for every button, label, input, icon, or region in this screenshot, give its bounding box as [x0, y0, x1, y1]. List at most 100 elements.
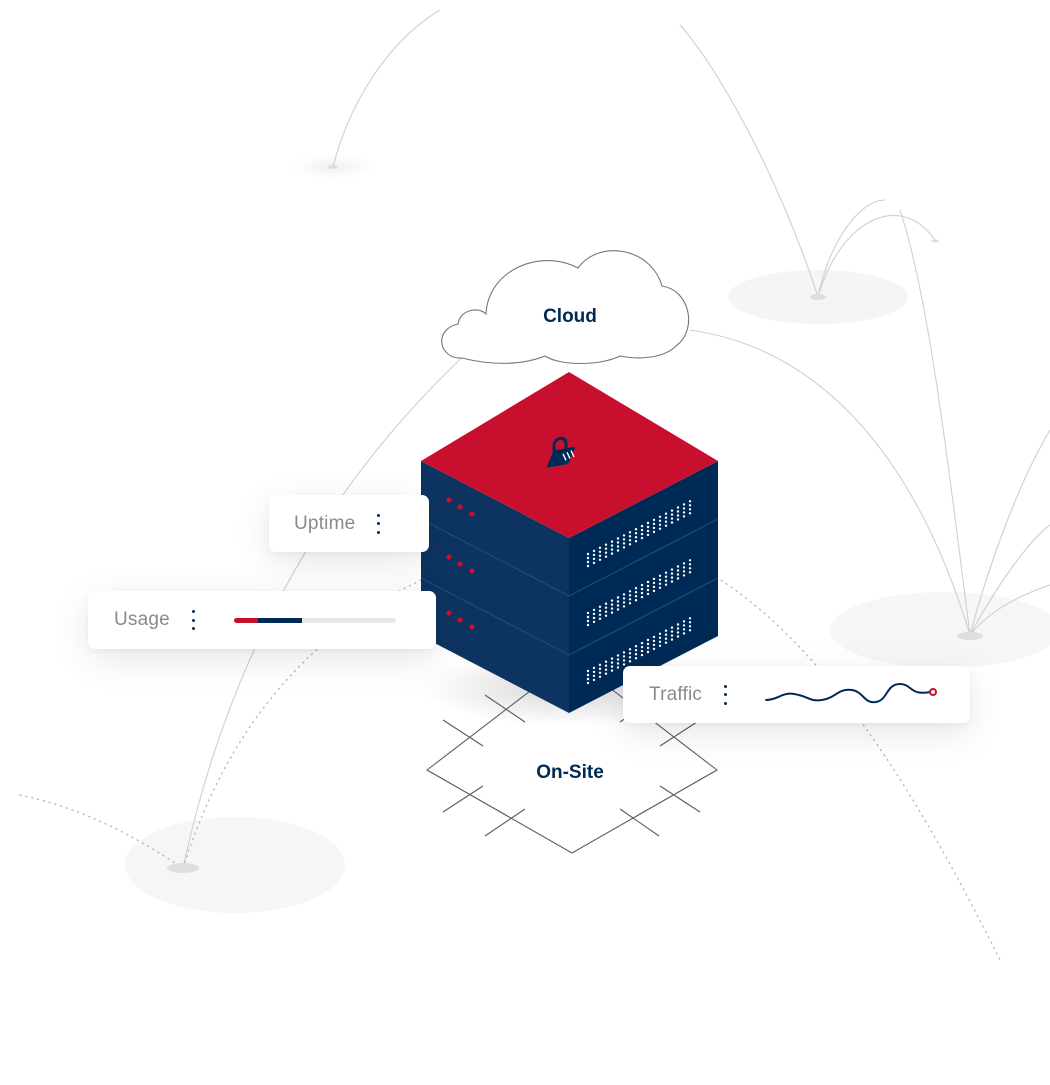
vent-dot: [682, 566, 686, 569]
floor-shadows: [125, 154, 1050, 913]
vent-dot: [586, 673, 590, 677]
vent-dot: [628, 539, 632, 542]
vent-dot: [652, 518, 656, 522]
vent-dot: [598, 663, 602, 666]
vent-dot: [640, 528, 644, 532]
vent-dot: [586, 552, 590, 556]
vent-dot: [586, 564, 590, 568]
cloud-icon: [441, 250, 690, 364]
vent-dot: [598, 667, 602, 670]
vent-dot: [598, 550, 602, 553]
vent-dot: [676, 623, 680, 626]
vent-dot: [592, 678, 596, 682]
vent-dot: [586, 556, 590, 560]
vent-dot: [604, 555, 608, 558]
vent-dot: [616, 658, 620, 661]
usage-progress-red-segment: [233, 617, 259, 623]
usage-progress-blue-segment: [258, 617, 302, 623]
vent-dot: [658, 578, 662, 581]
vent-dot: [676, 577, 680, 580]
vent-dot: [598, 558, 602, 561]
vent-dot: [640, 532, 644, 536]
vent-dot: [604, 660, 608, 663]
vent-dot: [646, 521, 650, 525]
vent-dot: [592, 561, 596, 565]
vent-dot: [676, 506, 680, 509]
vent-dot: [592, 553, 596, 557]
vent-dot: [640, 641, 644, 645]
vent-dot: [652, 581, 656, 585]
usage-progress-bar: [233, 617, 396, 623]
vent-dot: [670, 576, 674, 579]
vent-dot: [664, 524, 668, 527]
vent-dot: [652, 589, 656, 593]
vent-dot: [628, 590, 632, 593]
vent-dot: [688, 504, 692, 507]
vent-dot: [634, 532, 638, 535]
vent-dot: [670, 580, 674, 583]
vent-dot: [622, 651, 626, 654]
vent-dot: [640, 645, 644, 649]
vent-dot: [652, 530, 656, 534]
vent-dot: [670, 638, 674, 641]
vent-dot: [682, 620, 686, 623]
vent-dot: [676, 518, 680, 521]
vent-dot: [628, 602, 632, 605]
vent-dot: [646, 533, 650, 537]
vent-dot: [664, 579, 668, 582]
vent-dot: [646, 592, 650, 596]
rack-unit-separators: [420, 518, 719, 656]
vent-dot: [634, 587, 638, 590]
vent-dot: [610, 544, 614, 547]
uptime-card[interactable]: Uptime: [269, 495, 429, 552]
vent-dot: [634, 599, 638, 602]
vent-dot: [670, 521, 674, 524]
uptime-kebab-menu-icon[interactable]: [377, 513, 381, 534]
vent-dot: [610, 669, 614, 672]
vent-dot: [628, 652, 632, 655]
vent-dot: [640, 583, 644, 587]
vent-dot: [616, 666, 620, 669]
vent-dot: [634, 645, 638, 648]
on-site-label: On-Site: [536, 762, 604, 783]
dotted-connector-lines: [19, 533, 1001, 961]
vent-dot: [640, 591, 644, 595]
vent-dot: [604, 664, 608, 667]
usage-kebab-menu-icon[interactable]: [191, 610, 196, 630]
vent-dot: [670, 572, 674, 575]
vent-dot: [682, 511, 686, 514]
vent-dot: [664, 583, 668, 586]
usage-card[interactable]: Usage: [88, 591, 436, 649]
vent-dot: [586, 677, 590, 681]
vent-dot: [592, 670, 596, 674]
traffic-card[interactable]: Traffic: [623, 666, 970, 723]
vent-dot: [634, 657, 638, 660]
vent-dot: [628, 531, 632, 534]
endpoint-dots: [167, 165, 983, 873]
traffic-kebab-menu-icon[interactable]: [724, 684, 728, 705]
vent-dot: [616, 541, 620, 544]
vent-dot: [640, 649, 644, 653]
vent-dot: [592, 674, 596, 678]
vent-dot: [616, 604, 620, 607]
vent-dot: [676, 573, 680, 576]
vent-dot: [688, 512, 692, 515]
vent-dot: [640, 524, 644, 528]
vent-dot: [610, 540, 614, 543]
vent-dot: [628, 535, 632, 538]
vent-dot: [676, 510, 680, 513]
vent-dot: [604, 606, 608, 609]
traffic-sparkline-icon: [765, 682, 938, 703]
vent-dot: [670, 626, 674, 629]
vent-dot: [622, 605, 626, 608]
vent-dot: [628, 594, 632, 597]
vent-dot: [610, 607, 614, 610]
vent-dot: [682, 570, 686, 573]
cloud-label: Cloud: [543, 306, 597, 327]
vent-dot: [664, 575, 668, 578]
connector-lines: [182, 9, 1050, 869]
vent-dot: [640, 587, 644, 591]
vent-dot: [610, 657, 614, 660]
lock-icon: [546, 436, 576, 468]
